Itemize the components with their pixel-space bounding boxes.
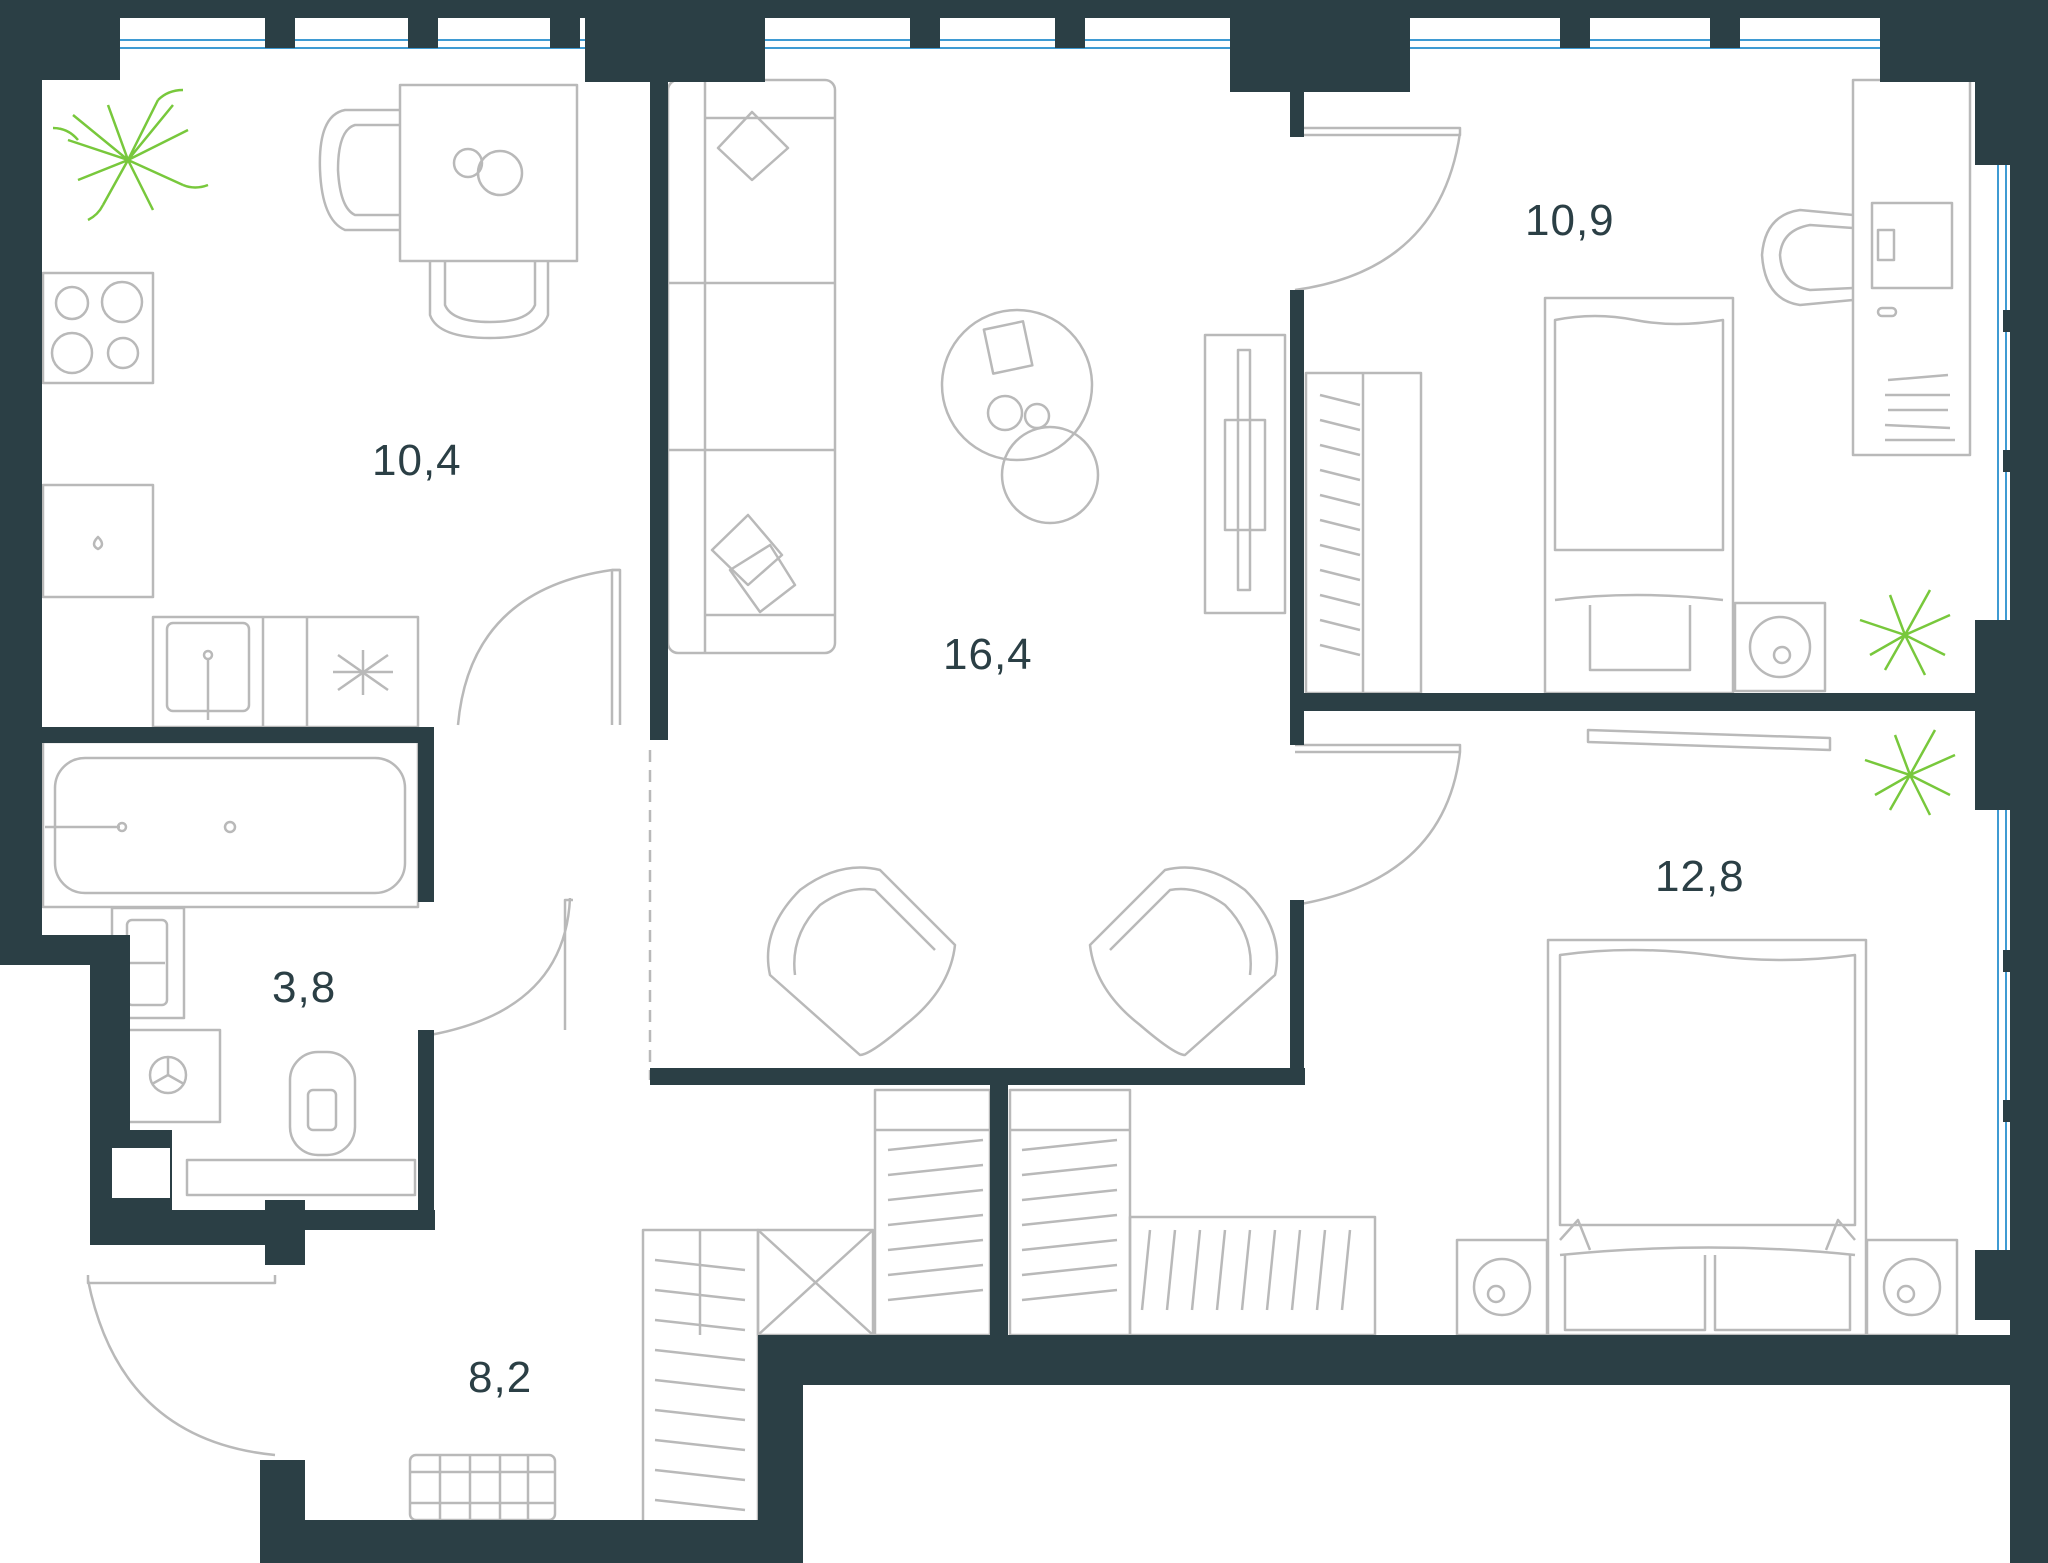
coffee-table <box>940 308 1100 525</box>
bed-icon <box>1546 938 1868 1337</box>
armchair-icon <box>766 866 1279 1057</box>
tv-stand <box>1586 728 1832 752</box>
window-icon <box>120 39 2007 1250</box>
door-icon <box>86 126 1462 1457</box>
sofa-icon <box>666 78 837 655</box>
room-area-bathroom: 3,8 <box>272 963 337 1012</box>
dishwasher-icon <box>333 650 393 695</box>
desk-icon <box>1760 78 1972 457</box>
dining-table <box>398 83 579 263</box>
toilet-icon <box>185 1050 417 1197</box>
armchair-icon <box>318 108 550 340</box>
plant-icon <box>52 88 1956 816</box>
room-area-living: 16,4 <box>943 630 1033 679</box>
nightstand-icon <box>1455 1238 1959 1337</box>
bathtub-icon <box>41 740 420 909</box>
tv-stand <box>1203 333 1287 615</box>
room-area-hallway: 8,2 <box>468 1353 533 1402</box>
shoe-rack <box>408 1453 557 1522</box>
bed-icon <box>1543 296 1735 695</box>
nightstand-icon <box>1733 601 1827 693</box>
room-area-bedroom-large: 12,8 <box>1655 852 1745 901</box>
stove-icon <box>41 271 155 385</box>
room-area-kitchen: 10,4 <box>372 436 462 485</box>
sink-icon <box>165 621 251 720</box>
room-area-bedroom-small: 10,9 <box>1525 196 1615 245</box>
